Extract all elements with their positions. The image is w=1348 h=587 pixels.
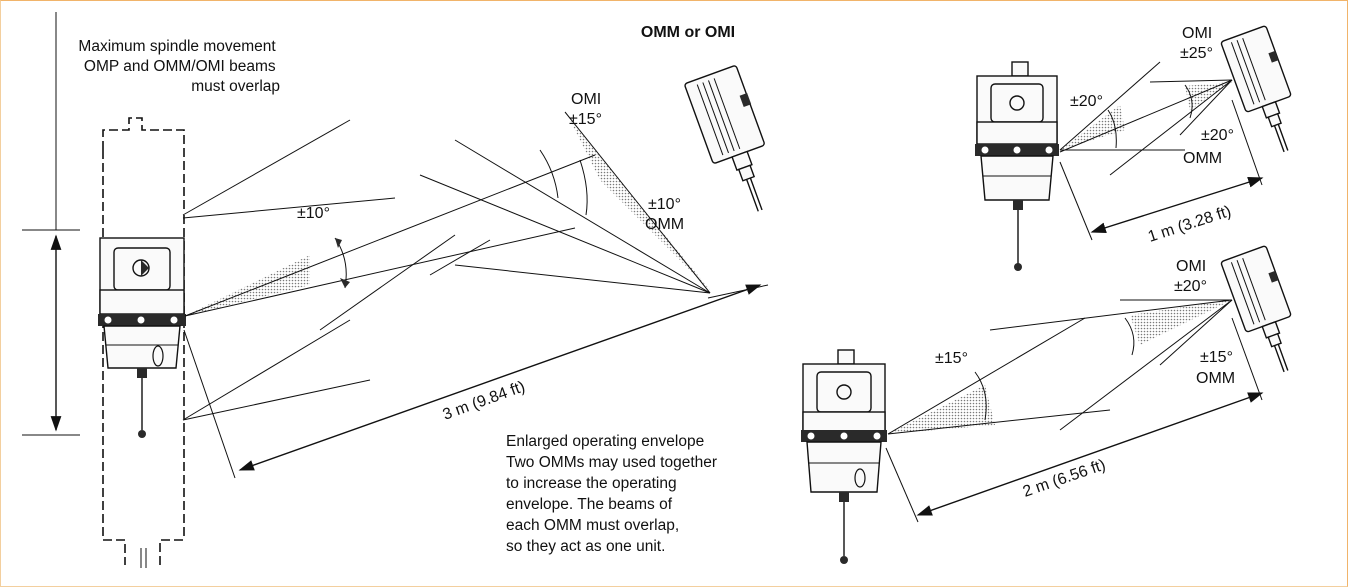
main-omm-label: OMM	[645, 216, 684, 233]
envelope-note-line-2: Two OMMs may used together	[506, 454, 717, 471]
spindle-movement-arrow	[22, 12, 80, 436]
top-right-probe-angle: ±20°	[1070, 93, 1103, 110]
spindle-note-line-1: Maximum spindle movement	[78, 38, 276, 55]
receiver-bottom-right	[1220, 245, 1292, 373]
receiver-main	[684, 65, 765, 212]
main-omm-angle: ±10°	[648, 196, 681, 213]
beam-bottom-right	[887, 299, 1233, 435]
main-omi-label: OMI	[571, 91, 601, 108]
spindle-note-line-2: OMP and OMM/OMI beams	[84, 58, 276, 75]
omp-probe-left	[98, 237, 186, 438]
envelope-note: Enlarged operating envelope Two OMMs may…	[506, 433, 721, 555]
top-right-omm-label: OMM	[1183, 150, 1222, 167]
main-dimension	[183, 284, 769, 479]
dimension-bottom-right	[885, 317, 1264, 523]
main-probe-angle: ±10°	[297, 205, 330, 222]
bottom-right-omi-label: OMI	[1176, 258, 1206, 275]
envelope-note-line-5: each OMM must overlap,	[506, 517, 679, 534]
diagram-title: OMM or OMI	[641, 24, 735, 41]
main-omi-angle: ±15°	[569, 111, 602, 128]
dimension-top-right	[1059, 99, 1264, 241]
spindle-note: Maximum spindle movement OMP and OMM/OMI…	[78, 38, 280, 95]
receiver-top-right	[1220, 25, 1292, 153]
bottom-right-omm-angle: ±15°	[1200, 349, 1233, 366]
beam-top-right	[1059, 61, 1233, 176]
bottom-right-omi-angle: ±20°	[1174, 278, 1207, 295]
envelope-note-line-1: Enlarged operating envelope	[506, 433, 704, 450]
top-right-omi-angle: ±25°	[1180, 45, 1213, 62]
spindle-note-line-3: must overlap	[191, 78, 280, 95]
top-right-omm-angle: ±20°	[1201, 127, 1234, 144]
bottom-right-omm-label: OMM	[1196, 370, 1235, 387]
bottom-right-probe-angle: ±15°	[935, 350, 968, 367]
main-beam	[184, 111, 711, 331]
main-distance: 3 m (9.84 ft)	[441, 378, 528, 423]
omp-probe-bottom-right	[801, 349, 887, 564]
omp-probe-top-right	[975, 61, 1059, 271]
top-right-omi-label: OMI	[1182, 25, 1212, 42]
top-right-distance: 1 m (3.28 ft)	[1146, 203, 1233, 246]
envelope-note-line-4: envelope. The beams of	[506, 496, 673, 513]
envelope-note-line-6: so they act as one unit.	[506, 538, 665, 555]
envelope-note-line-3: to increase the operating	[506, 475, 677, 492]
